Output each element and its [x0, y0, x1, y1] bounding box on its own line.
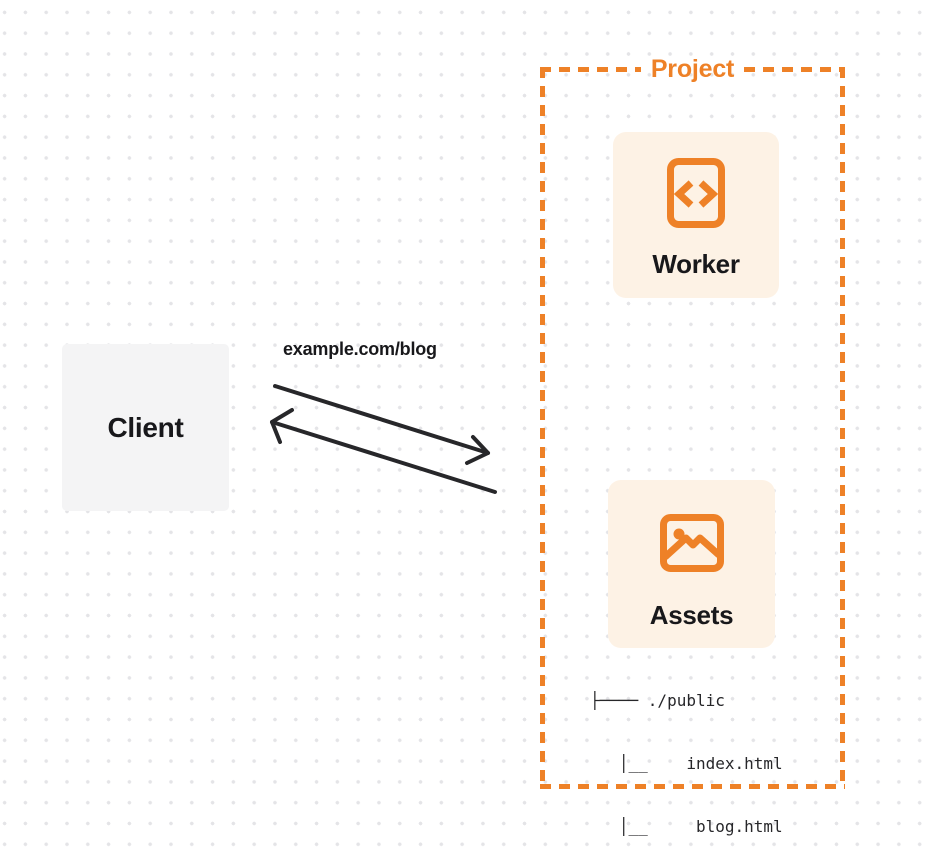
file-tree-line: │__ blog.html	[590, 817, 783, 836]
assets-file-tree: ├──── ./public │__ index.html │__ blog.h…	[590, 648, 783, 860]
client-node: Client	[62, 344, 229, 511]
project-header: Project	[540, 54, 846, 85]
assets-label: Assets	[649, 600, 734, 630]
request-arrowhead-icon	[465, 435, 490, 465]
file-tree-line: ├──── ./public	[590, 691, 725, 710]
file-tree-line: │__ index.html	[590, 754, 783, 773]
assets-node: Assets	[608, 480, 775, 648]
response-arrowhead-icon	[270, 408, 294, 444]
image-icon	[659, 514, 724, 572]
project-container: Project Worker Assets ├──── ./public	[540, 53, 846, 836]
project-label: Project	[650, 55, 735, 83]
worker-label: Worker	[652, 249, 740, 279]
request-arrow	[273, 384, 490, 455]
request-url-label: example.com/blog	[283, 339, 437, 359]
dashed-segment-left	[540, 67, 641, 72]
client-label: Client	[107, 411, 184, 443]
response-arrow	[270, 420, 497, 494]
worker-node: Worker	[613, 132, 779, 298]
dashed-segment-right	[744, 67, 846, 72]
request-response-arrows	[270, 384, 497, 494]
code-file-icon	[667, 158, 725, 228]
